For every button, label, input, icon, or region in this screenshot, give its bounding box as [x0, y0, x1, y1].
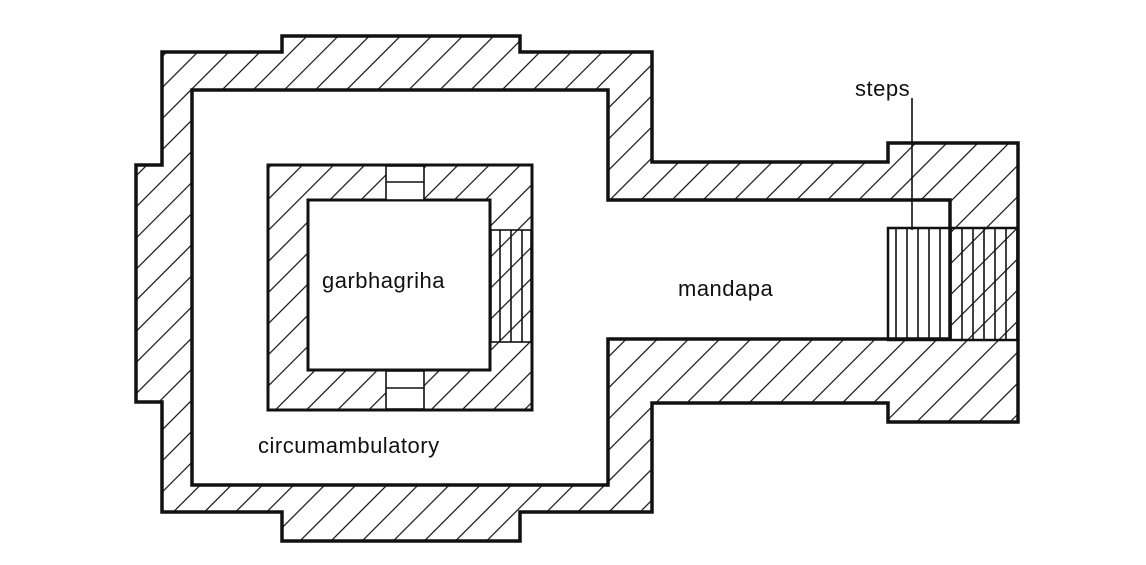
circumambulatory-label: circumambulatory: [258, 433, 440, 458]
steps-label: steps: [855, 76, 910, 101]
garbhagriha-top-opening: [385, 165, 425, 201]
garbhagriha-bottom-opening: [385, 370, 425, 410]
garbhagriha-wall: [266, 163, 534, 412]
steps-block: [886, 226, 1020, 342]
garbhagriha-entrance: [490, 229, 532, 343]
mandapa-label: mandapa: [678, 276, 774, 301]
garbhagriha-label: garbhagriha: [322, 268, 445, 293]
